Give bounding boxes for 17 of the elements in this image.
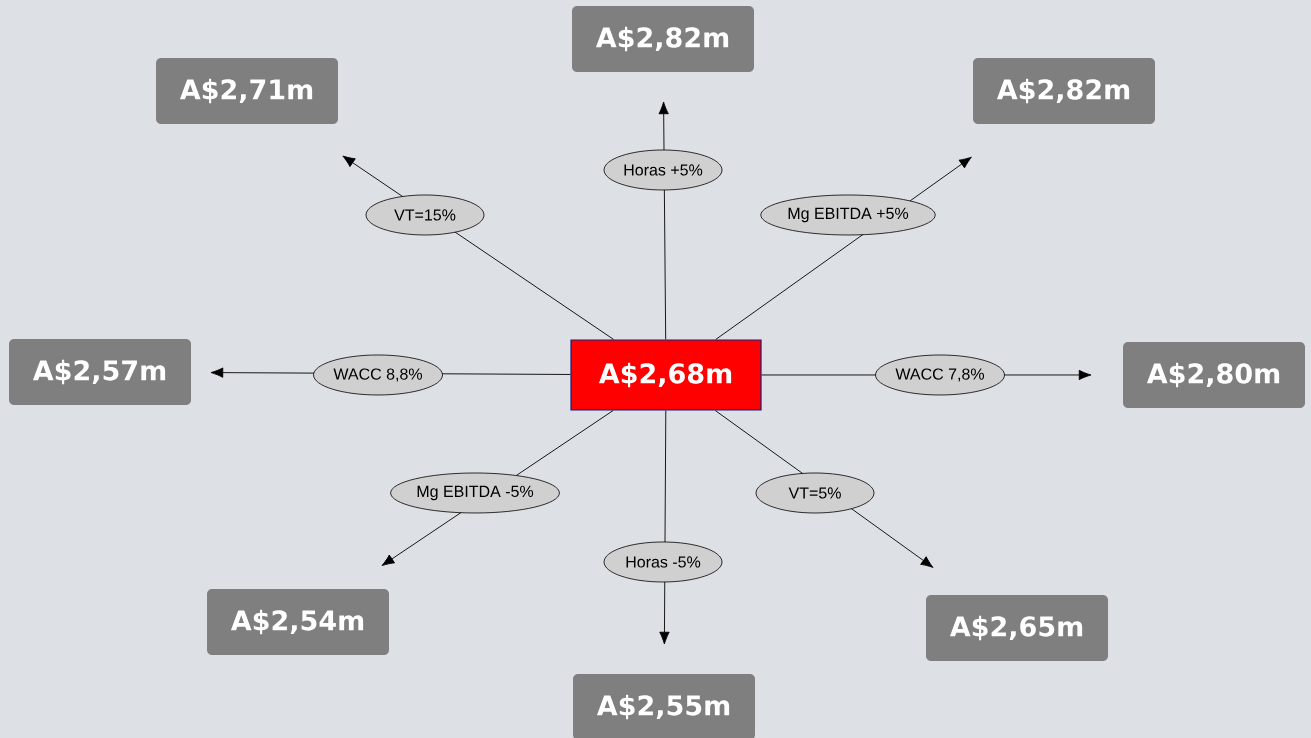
edge-label: Mg EBITDA -5% [390,472,560,514]
value-box: A$2,82m [973,58,1155,124]
value-box: A$2,68m [570,339,762,411]
value-box: A$2,80m [1123,342,1305,408]
edge-label: WACC 8,8% [313,354,443,396]
edge-label: WACC 7,8% [875,354,1005,396]
value-box: A$2,57m [9,339,191,405]
edge-label: Horas -5% [603,541,723,583]
value-box: A$2,82m [572,6,754,72]
value-box: A$2,55m [573,674,755,738]
value-box: A$2,54m [207,589,389,655]
edge-label: Mg EBITDA +5% [760,194,936,236]
edge-label: VT=5% [755,472,875,514]
edge-label: VT=15% [365,194,485,236]
edge-label: Horas +5% [603,149,723,191]
value-box: A$2,71m [156,58,338,124]
value-box: A$2,65m [926,595,1108,661]
